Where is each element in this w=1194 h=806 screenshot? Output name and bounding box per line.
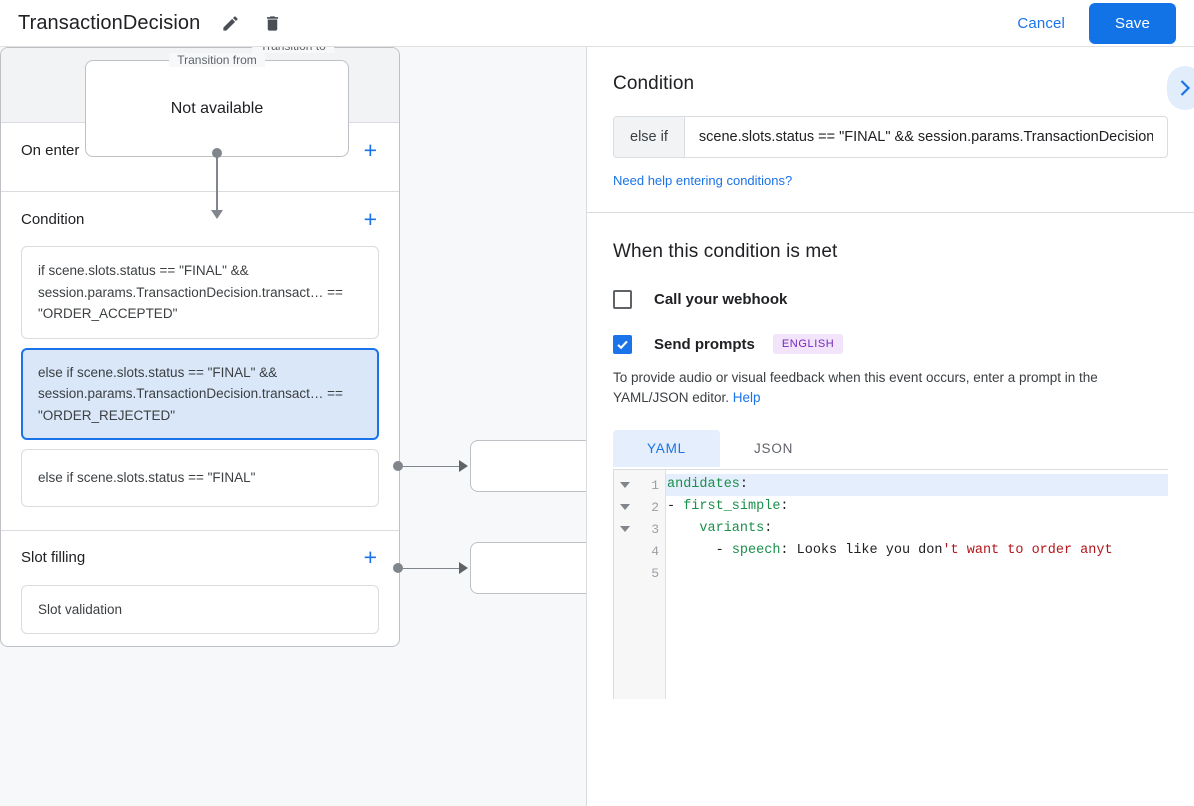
editor-code-area[interactable]: andidates: - first_simple: variants: - sp… bbox=[666, 470, 1168, 699]
slot-validation-item[interactable]: Slot validation bbox=[21, 584, 379, 634]
target-node-accepted[interactable] bbox=[470, 440, 586, 492]
edge-arrow-accepted bbox=[459, 460, 468, 472]
editor-code-line[interactable]: variants: bbox=[699, 521, 773, 536]
connector-arrow bbox=[211, 210, 223, 219]
transition-to-legend: Transition to bbox=[252, 47, 334, 53]
section-title-condition: Condition bbox=[21, 210, 85, 228]
section-header: On enter + bbox=[21, 123, 379, 177]
condition-prefix-label: else if bbox=[614, 117, 685, 157]
trash-icon[interactable] bbox=[260, 11, 284, 35]
condition-input-row: else if bbox=[613, 116, 1168, 158]
pencil-icon[interactable] bbox=[218, 11, 242, 35]
condition-detail-panel: Condition else if Need help entering con… bbox=[587, 47, 1194, 806]
section-title-slot-filling: Slot filling bbox=[21, 549, 86, 566]
edge-arrow-rejected bbox=[459, 562, 468, 574]
transition-from-value: Not available bbox=[170, 99, 264, 117]
when-condition-met-section: When this condition is met Call your web… bbox=[587, 213, 1194, 699]
condition-item-accepted[interactable]: if scene.slots.status == "FINAL" && sess… bbox=[21, 246, 379, 339]
add-condition-button[interactable]: + bbox=[363, 205, 377, 232]
add-on-enter-button[interactable]: + bbox=[363, 136, 377, 163]
save-button[interactable]: Save bbox=[1089, 2, 1176, 44]
language-badge: ENGLISH bbox=[772, 334, 844, 354]
condition-item-final[interactable]: else if scene.slots.status == "FINAL" bbox=[21, 449, 379, 507]
scene-graph-panel: Transition from Not available Transition… bbox=[0, 47, 586, 806]
panel-divider bbox=[586, 47, 587, 806]
editor-line-number: 3 bbox=[614, 518, 665, 540]
fold-triangle-icon[interactable] bbox=[620, 504, 630, 510]
fold-triangle-icon[interactable] bbox=[620, 526, 630, 532]
condition-panel-title: Condition bbox=[613, 73, 695, 94]
editor-line-number: 2 bbox=[614, 496, 665, 518]
condition-expression-input[interactable] bbox=[684, 117, 1167, 157]
edge-line-accepted bbox=[398, 465, 462, 467]
condition-help-link[interactable]: Need help entering conditions? bbox=[613, 173, 793, 188]
chevron-right-icon[interactable] bbox=[1167, 66, 1194, 110]
section-on-enter: On enter + bbox=[1, 123, 399, 192]
tab-json[interactable]: JSON bbox=[753, 441, 794, 456]
editor-line-number: 5 bbox=[651, 565, 659, 581]
editor-code-line[interactable]: andidates: bbox=[666, 474, 1168, 496]
send-prompts-row: Send prompts ENGLISH bbox=[613, 334, 1168, 354]
target-node-rejected[interactable] bbox=[470, 542, 586, 594]
editor-line-number: 1 bbox=[614, 474, 665, 496]
prompts-help-link[interactable]: Help bbox=[732, 390, 761, 405]
cancel-button[interactable]: Cancel bbox=[1003, 7, 1079, 40]
connector-line bbox=[216, 153, 218, 211]
edge-line-rejected bbox=[398, 567, 462, 569]
send-prompts-checkbox[interactable] bbox=[613, 334, 632, 354]
add-slot-filling-button[interactable]: + bbox=[363, 544, 377, 570]
editor-format-tabs: YAML JSON bbox=[613, 430, 1168, 467]
page-title: TransactionDecision bbox=[18, 11, 201, 34]
section-header: Slot filling + bbox=[21, 531, 379, 585]
prompts-hint-body: To provide audio or visual feedback when… bbox=[613, 370, 1098, 405]
send-prompts-label: Send prompts bbox=[654, 335, 755, 353]
call-webhook-checkbox[interactable] bbox=[613, 290, 632, 309]
call-webhook-label: Call your webhook bbox=[654, 291, 788, 308]
webhook-row: Call your webhook bbox=[613, 290, 1168, 309]
section-slot-filling: Slot filling + Slot validation bbox=[1, 531, 399, 647]
section-condition: Condition + if scene.slots.status == "FI… bbox=[1, 192, 399, 531]
section-title-on-enter: On enter bbox=[21, 141, 80, 159]
fold-triangle-icon[interactable] bbox=[620, 482, 630, 488]
transition-from-node[interactable]: Transition from Not available bbox=[85, 53, 349, 157]
editor-code-line[interactable]: - speech: Looks like you don't want to o… bbox=[667, 543, 1113, 558]
section-divider bbox=[587, 212, 1194, 213]
editor-code-line[interactable]: - first_simple: bbox=[667, 499, 789, 514]
transition-from-legend: Transition from bbox=[169, 53, 265, 67]
editor-line-number: 4 bbox=[651, 543, 659, 559]
tab-yaml[interactable]: YAML bbox=[613, 430, 720, 467]
condition-section: Condition else if Need help entering con… bbox=[587, 47, 1194, 212]
app-header: TransactionDecision Cancel Save bbox=[0, 0, 1194, 47]
editor-code-line[interactable] bbox=[666, 562, 1168, 584]
condition-item-rejected[interactable]: else if scene.slots.status == "FINAL" &&… bbox=[21, 347, 379, 440]
section-header: Condition + bbox=[21, 192, 379, 246]
prompts-hint-text: To provide audio or visual feedback when… bbox=[613, 368, 1168, 408]
when-condition-met-heading: When this condition is met bbox=[613, 241, 838, 262]
